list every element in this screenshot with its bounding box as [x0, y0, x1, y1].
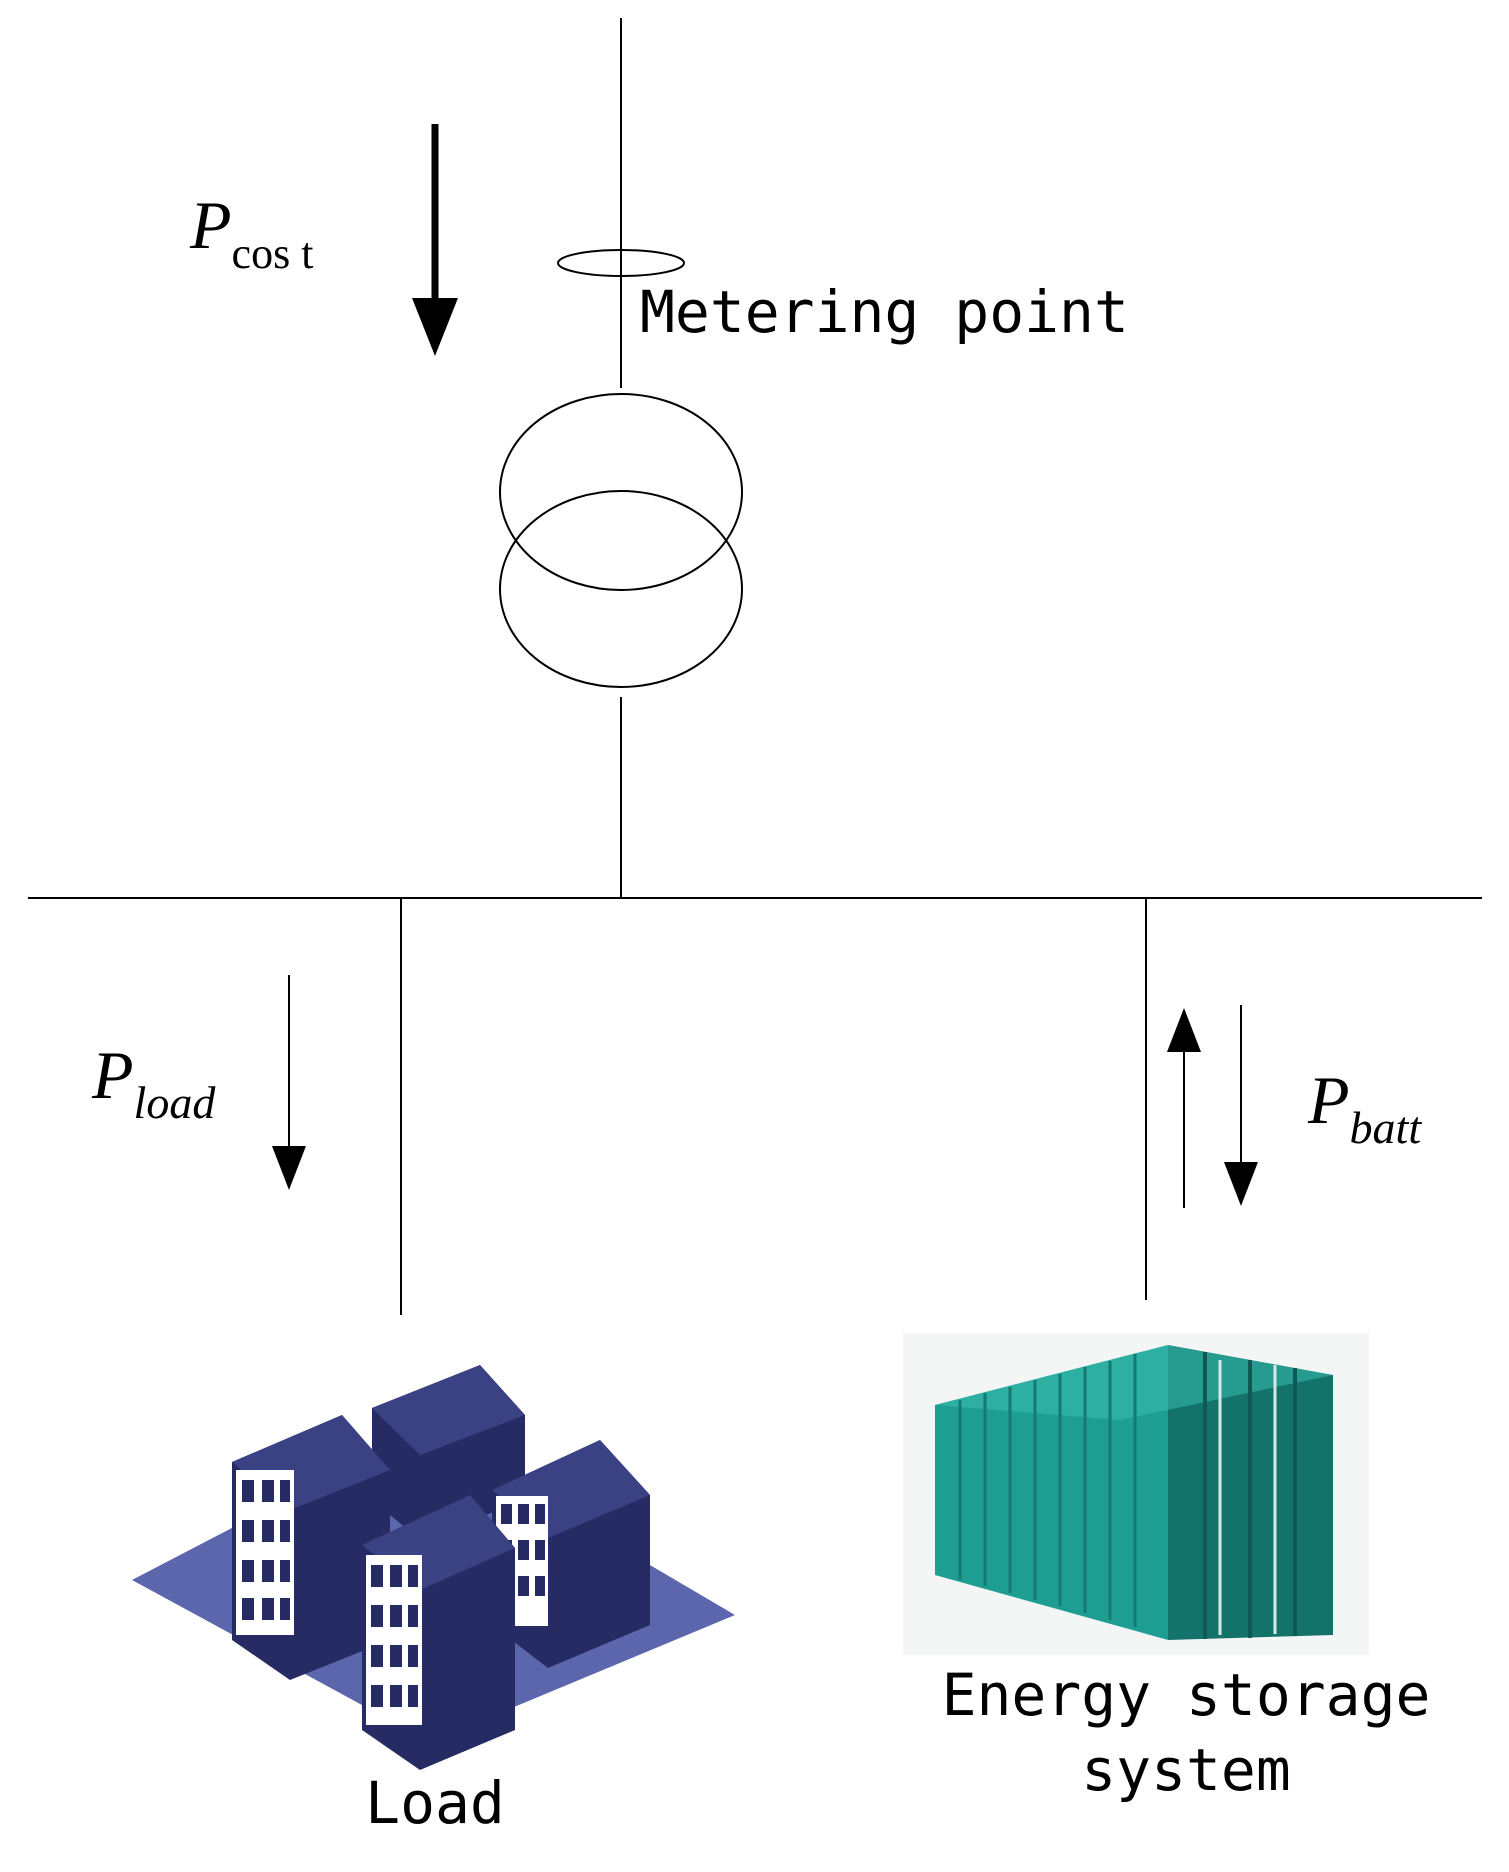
p-cost-subscript: cos t [232, 229, 314, 278]
shipping-container-icon [903, 1333, 1369, 1655]
p-batt-subscript: batt [1350, 1102, 1423, 1153]
p-batt-discharge-arrow-icon [1224, 1005, 1258, 1206]
energy-storage-label-line1: Energy storage [942, 1661, 1431, 1729]
p-cost-arrow-icon [412, 124, 458, 356]
p-load-arrow-icon [272, 975, 306, 1190]
metering-point-label: Metering point [640, 278, 1129, 346]
energy-storage-label-line2: system [1081, 1736, 1291, 1804]
p-batt-charge-arrow-icon [1167, 1008, 1201, 1208]
p-cost-symbol: P [189, 187, 232, 263]
p-load-subscript: load [134, 1077, 217, 1128]
p-batt-symbol: P [1307, 1062, 1350, 1138]
load-label: Load [365, 1769, 505, 1837]
transformer-icon [499, 393, 743, 688]
apartment-buildings-icon [132, 1365, 735, 1770]
p-cost-label: Pcos t [189, 187, 313, 278]
metering-point-ring [557, 249, 685, 277]
p-load-symbol: P [91, 1037, 134, 1113]
p-load-label: Pload [91, 1037, 216, 1128]
p-batt-label: Pbatt [1307, 1062, 1422, 1153]
